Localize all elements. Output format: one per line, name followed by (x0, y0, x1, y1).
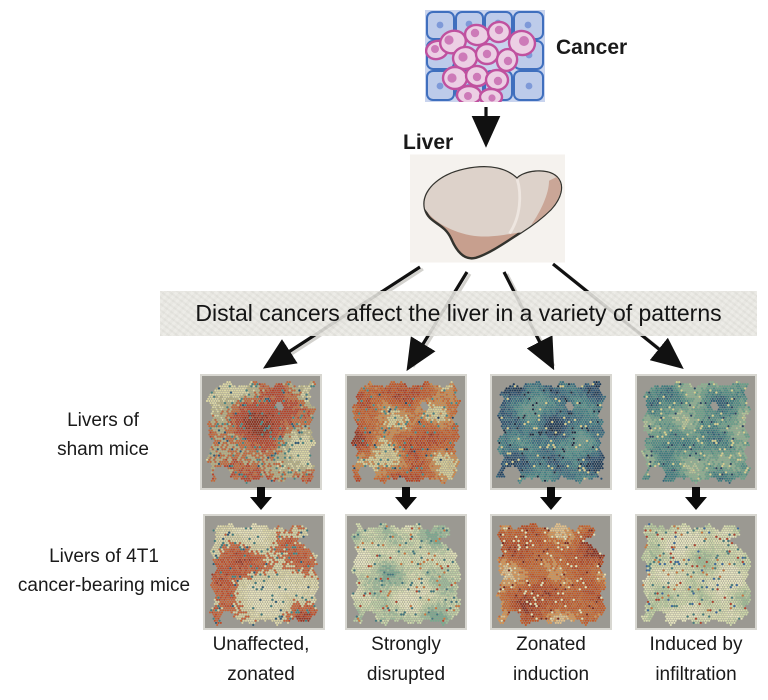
row-label-sham: Livers of sham mice (18, 406, 188, 464)
arrow-sham-to-4t1-col3 (540, 487, 562, 510)
column-label-1: Unaffected, zonated (186, 630, 336, 690)
tissue-image-sham-1 (200, 374, 322, 490)
tissue-image-sham-4 (635, 374, 757, 490)
column-label-2: Strongly disrupted (331, 630, 481, 690)
arrow-sham-to-4t1-col4 (685, 487, 707, 510)
column-label-1-line2: zonated (227, 664, 295, 685)
tissue-image-4t1-3 (490, 514, 612, 630)
column-label-4: Induced by infiltration (621, 630, 768, 690)
row-label-4t1-line1: Livers of 4T1 (49, 546, 159, 567)
tissue-image-sham-3 (490, 374, 612, 490)
column-label-2-line1: Strongly (371, 634, 441, 655)
row-label-4t1: Livers of 4T1 cancer-bearing mice (4, 542, 204, 600)
column-label-3-line1: Zonated (516, 634, 586, 655)
liver-illustration (410, 154, 565, 263)
column-label-1-line1: Unaffected, (212, 634, 310, 655)
cancer-label: Cancer (556, 36, 628, 59)
banner-text: Distal cancers affect the liver in a var… (195, 300, 722, 326)
tissue-image-4t1-1 (203, 514, 325, 630)
tissue-image-4t1-4 (635, 514, 757, 630)
arrow-sham-to-4t1-col1 (250, 487, 272, 510)
column-label-2-line2: disrupted (366, 664, 446, 685)
banner: Distal cancers affect the liver in a var… (160, 291, 757, 336)
tissue-image-4t1-2 (345, 514, 467, 630)
tissue-image-sham-2 (345, 374, 467, 490)
cancer-histology-image (425, 10, 545, 102)
column-label-3-line2: induction (512, 664, 590, 685)
column-label-4-line1: Induced by (649, 634, 743, 655)
liver-label: Liver (403, 131, 454, 154)
row-label-sham-line2: sham mice (57, 439, 149, 460)
row-label-4t1-line2: cancer-bearing mice (17, 575, 191, 596)
column-label-4-line2: infiltration (655, 664, 737, 685)
row-label-sham-line1: Livers of (67, 410, 139, 431)
column-label-3: Zonated induction (476, 630, 626, 690)
arrow-sham-to-4t1-col2 (395, 487, 417, 510)
